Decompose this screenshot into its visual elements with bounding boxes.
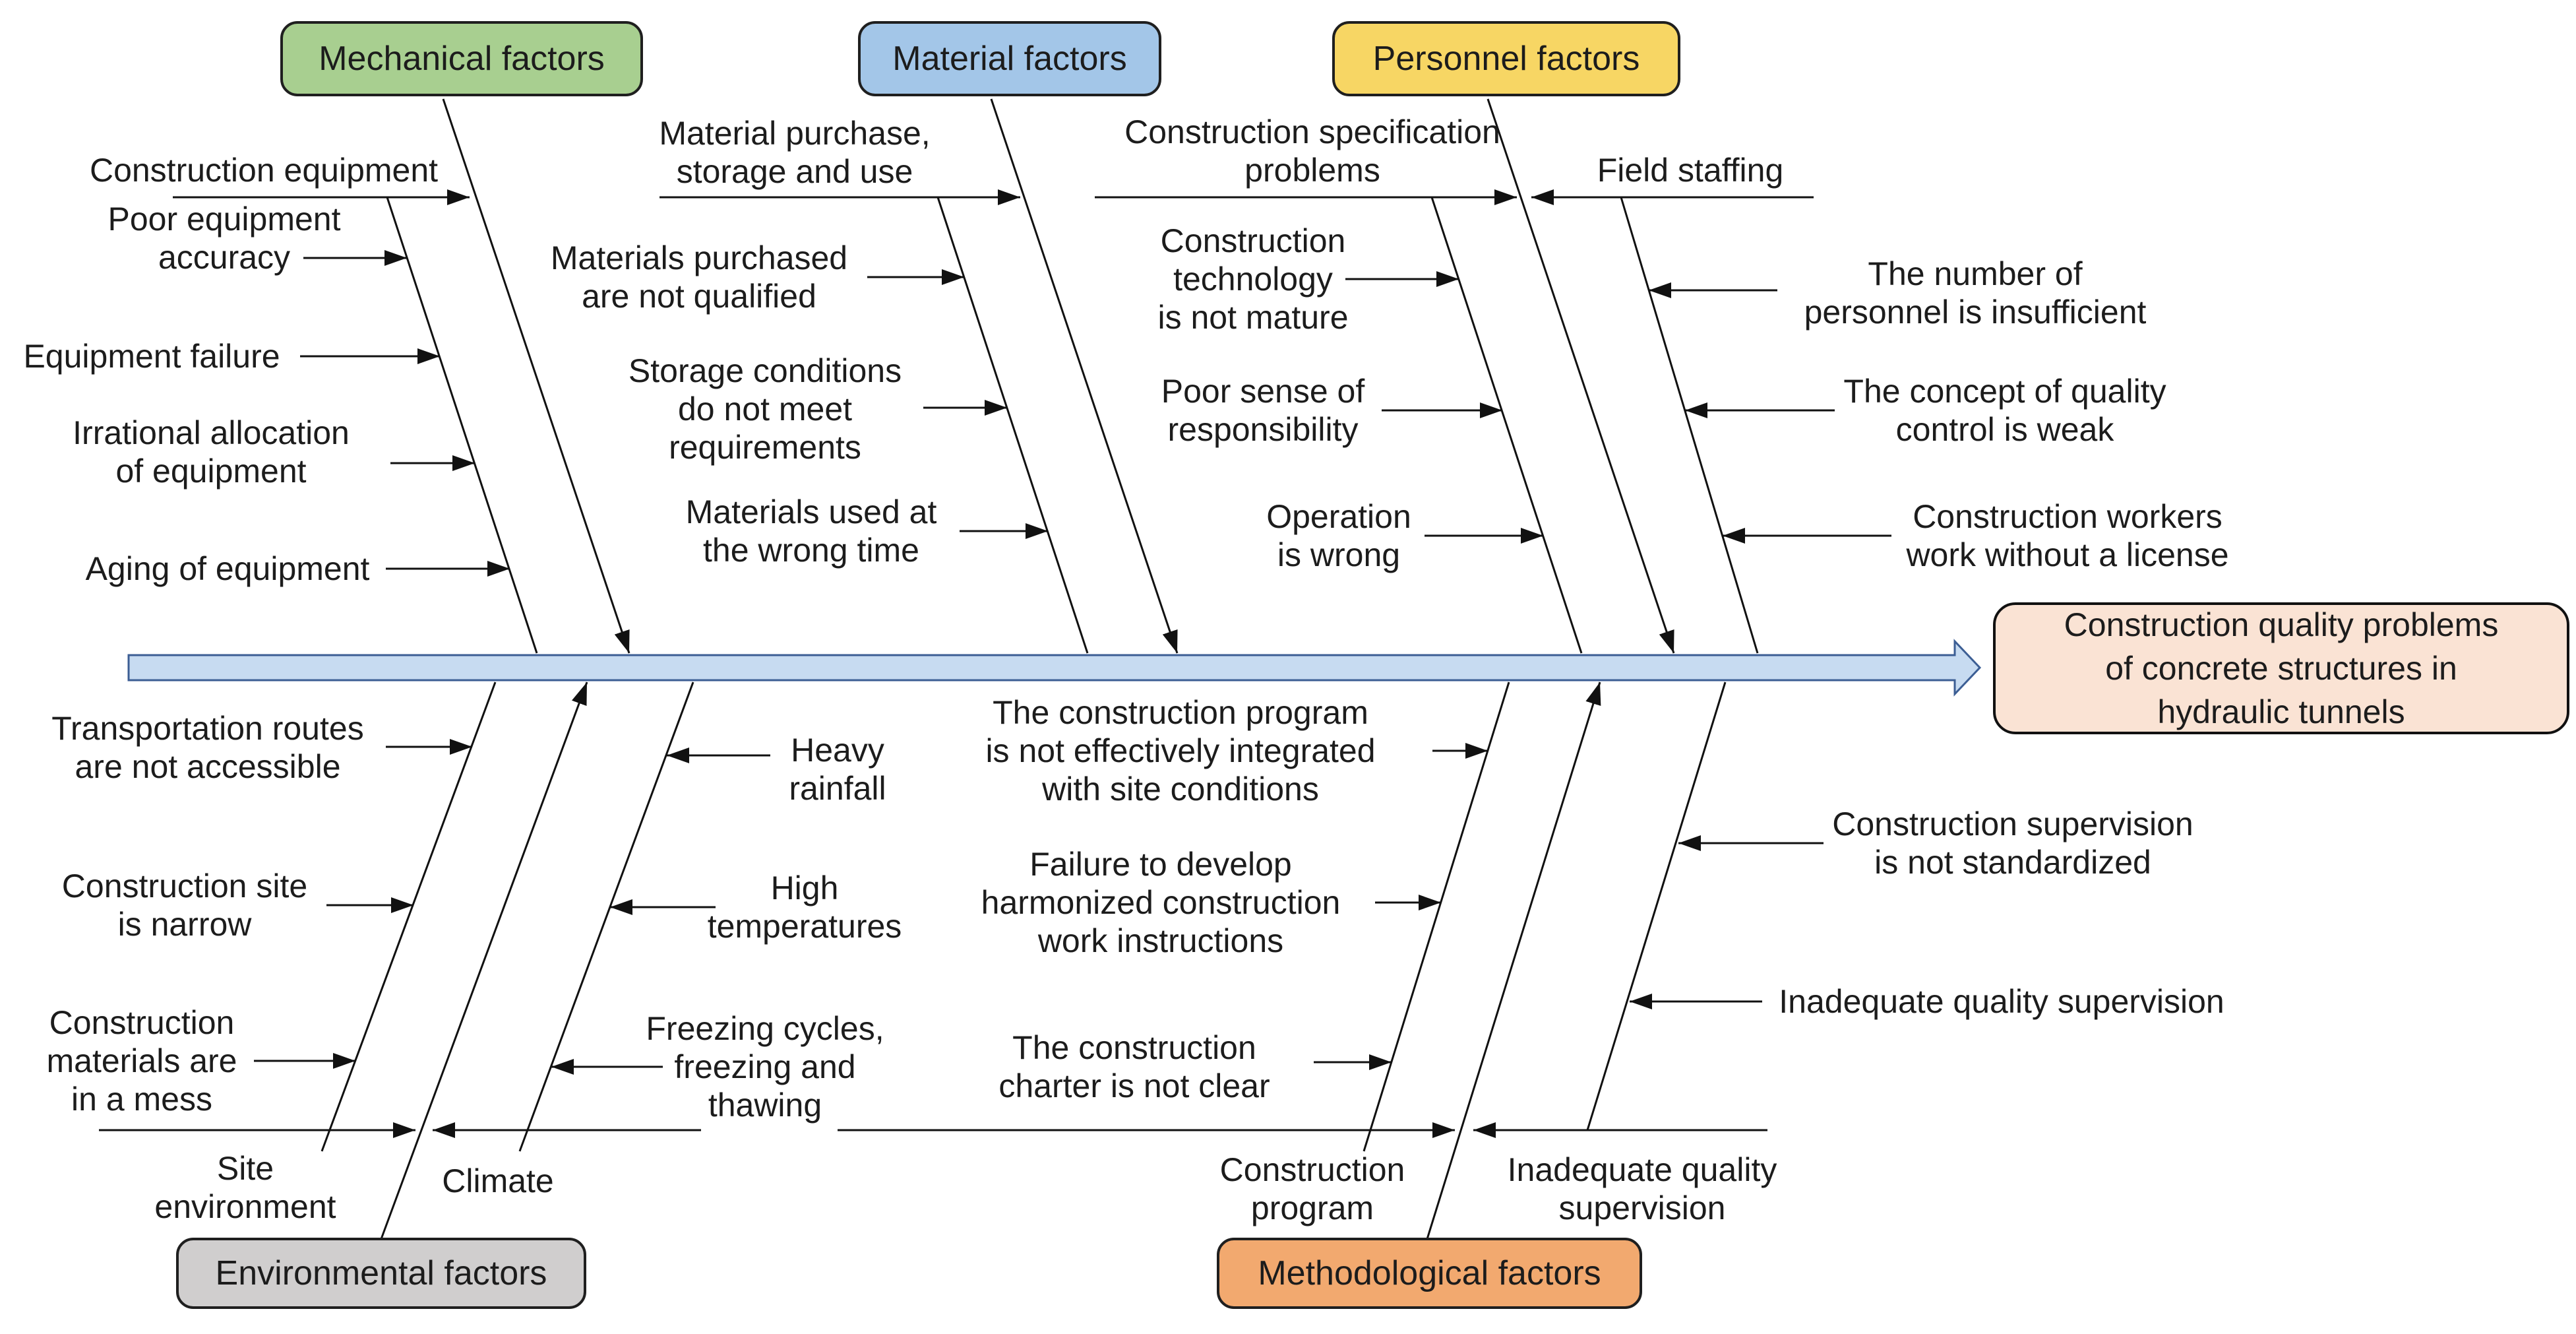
personnel-main-bone <box>1487 98 1675 654</box>
field-staffing-bone <box>1620 197 1759 654</box>
construction-equipment-bone <box>386 197 538 654</box>
cause-concept-quality: The concept of quality control is weak <box>1843 373 2166 448</box>
cause-poor-equipment-accuracy: Poor equipment accuracy <box>107 201 341 276</box>
category-box-personnel: Personnel factors <box>1332 21 1680 96</box>
cause-equipment-failure: Equipment failure <box>23 338 280 375</box>
branch-label-inadequate-supervision: Inadequate quality supervision <box>1507 1151 1777 1226</box>
cause-storage-conditions: Storage conditions do not meet requireme… <box>628 352 902 466</box>
category-box-mechanical: Mechanical factors <box>280 21 643 96</box>
cause-heavy-rainfall: Heavy rainfall <box>789 732 886 807</box>
construction-specification-bone <box>1430 197 1583 654</box>
inadequate-supervision-bone <box>1586 682 1727 1131</box>
cause-supervision-standardized: Construction supervision is not standard… <box>1832 806 2193 881</box>
cause-workers-license: Construction workers work without a lice… <box>1906 498 2229 573</box>
site-environment-bone <box>321 682 497 1152</box>
branch-label-site-environment: Site environment <box>154 1150 336 1225</box>
branch-label-construction-program: Construction program <box>1219 1151 1405 1226</box>
cause-transportation-routes: Transportation routes are not accessible <box>51 710 364 785</box>
cause-materials-mess: Construction materials are in a mess <box>46 1004 237 1118</box>
branch-lines <box>99 189 1814 1138</box>
category-label-material: Material factors <box>892 40 1127 78</box>
cause-construction-technology: Construction technology is not mature <box>1157 222 1349 336</box>
cause-number-personnel: The number of personnel is insufficient <box>1804 255 2147 331</box>
cause-poor-sense: Poor sense of responsibility <box>1161 373 1365 448</box>
category-label-methodological: Methodological factors <box>1258 1254 1601 1292</box>
cause-high-temperatures: High temperatures <box>707 870 902 945</box>
environmental-main-bone <box>380 682 588 1240</box>
branch-label-construction-equipment: Construction equipment <box>89 152 439 189</box>
mechanical-main-bone <box>442 98 630 654</box>
effect-box: Construction quality problems of concret… <box>1993 602 2569 734</box>
category-box-material: Material factors <box>858 21 1161 96</box>
spine-arrow <box>127 639 1982 697</box>
cause-irrational-allocation: Irrational allocation of equipment <box>73 414 350 490</box>
material-main-bone <box>990 98 1179 654</box>
methodological-main-bone <box>1426 682 1601 1240</box>
cause-site-narrow: Construction site is narrow <box>61 868 308 943</box>
climate-bone <box>518 682 694 1152</box>
material-purchase-bone <box>936 197 1089 654</box>
cause-materials-purchased: Materials purchased are not qualified <box>550 239 848 315</box>
branch-label-climate: Climate <box>442 1162 554 1199</box>
branch-label-material-purchase: Material purchase, storage and use <box>659 115 931 190</box>
cause-aging-equipment: Aging of equipment <box>85 550 370 587</box>
cause-freezing-cycles: Freezing cycles, freezing and thawing <box>646 1010 884 1124</box>
category-box-methodological: Methodological factors <box>1217 1238 1642 1309</box>
cause-harmonized-instructions: Failure to develop harmonized constructi… <box>981 846 1341 959</box>
category-box-environmental: Environmental factors <box>176 1238 586 1309</box>
category-label-environmental: Environmental factors <box>215 1254 547 1292</box>
branch-label-construction-specification: Construction specification problems <box>1124 113 1500 189</box>
branch-label-field-staffing: Field staffing <box>1597 152 1784 189</box>
cause-charter-not-clear: The construction charter is not clear <box>998 1029 1270 1104</box>
category-label-mechanical: Mechanical factors <box>319 40 605 78</box>
cause-inadequate-supervision: Inadequate quality supervision <box>1779 983 2224 1020</box>
cause-arrows <box>254 250 1891 1075</box>
main-bones <box>380 98 1675 1240</box>
cause-materials-used: Materials used at the wrong time <box>685 493 937 569</box>
cause-program-integrated: The construction program is not effectiv… <box>985 694 1376 808</box>
construction-program-bone <box>1363 682 1510 1152</box>
category-label-personnel: Personnel factors <box>1372 40 1640 78</box>
cause-operation-wrong: Operation is wrong <box>1266 498 1411 573</box>
effect-label: Construction quality problems of concret… <box>2064 606 2499 730</box>
